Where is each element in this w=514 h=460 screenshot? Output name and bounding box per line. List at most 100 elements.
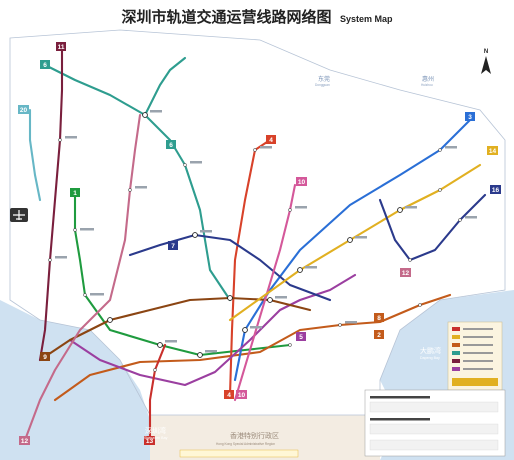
station[interactable] bbox=[48, 258, 52, 262]
line-4-path[interactable] bbox=[228, 138, 272, 397]
svg-text:16: 16 bbox=[492, 187, 500, 194]
transfer-station[interactable] bbox=[397, 207, 403, 213]
transfer-station[interactable] bbox=[142, 112, 148, 118]
line-badge[interactable]: 5 bbox=[296, 332, 306, 341]
station-markers bbox=[48, 112, 462, 372]
svg-text:11: 11 bbox=[58, 44, 65, 51]
station[interactable] bbox=[128, 188, 132, 192]
svg-text:12: 12 bbox=[21, 438, 29, 445]
line-16-path[interactable] bbox=[378, 193, 487, 262]
line-badge[interactable]: 6 bbox=[40, 60, 50, 69]
svg-text:5: 5 bbox=[299, 334, 303, 341]
bay-label-shenzhen-en: Shenzhen Bay bbox=[144, 436, 168, 440]
svg-text:10: 10 bbox=[238, 392, 246, 399]
station[interactable] bbox=[438, 148, 442, 152]
station[interactable] bbox=[83, 293, 87, 297]
bay-label-dapeng-en: Dapeng Bay bbox=[420, 356, 440, 360]
svg-text:20: 20 bbox=[20, 107, 28, 114]
title-chinese: 深圳市轨道交通运营线路网络图 bbox=[121, 8, 332, 26]
station[interactable] bbox=[288, 208, 292, 212]
transfer-station[interactable] bbox=[227, 295, 233, 301]
svg-text:14: 14 bbox=[489, 148, 497, 155]
line-badge[interactable]: 6 bbox=[166, 140, 176, 149]
transfer-station[interactable] bbox=[157, 342, 163, 348]
line-12-path[interactable] bbox=[23, 113, 142, 442]
svg-text:3: 3 bbox=[468, 114, 472, 121]
notice-strip bbox=[179, 449, 299, 458]
transfer-station[interactable] bbox=[107, 317, 113, 323]
transfer-station[interactable] bbox=[267, 297, 273, 303]
svg-text:6: 6 bbox=[43, 62, 47, 69]
station[interactable] bbox=[73, 228, 77, 232]
svg-text:1: 1 bbox=[73, 190, 77, 197]
line-badge[interactable]: 9 bbox=[40, 352, 50, 361]
svg-text:7: 7 bbox=[171, 243, 175, 250]
line-badges: 11 6 6 20 1 4 10 3 14 16 7 12 8 9 5 2 12… bbox=[18, 42, 501, 445]
svg-text:4: 4 bbox=[269, 137, 273, 144]
bay-label-dapeng: 大鹏湾 bbox=[420, 346, 441, 355]
line-badge[interactable]: 14 bbox=[487, 146, 498, 155]
hong-kong-area bbox=[150, 415, 380, 460]
line-badge[interactable]: 4 bbox=[224, 390, 234, 399]
line-6b-path[interactable] bbox=[143, 56, 187, 117]
station[interactable] bbox=[253, 148, 257, 152]
line-badge[interactable]: 1 bbox=[70, 188, 80, 197]
line-20-path[interactable] bbox=[28, 108, 42, 202]
svg-text:12: 12 bbox=[402, 270, 410, 277]
line-2-path[interactable] bbox=[53, 293, 452, 402]
line-3-path[interactable] bbox=[233, 118, 472, 382]
transfer-station[interactable] bbox=[242, 327, 248, 333]
transfer-station[interactable] bbox=[297, 267, 303, 273]
station[interactable] bbox=[418, 303, 422, 307]
line-badge[interactable]: 10 bbox=[236, 390, 247, 399]
line-badge[interactable]: 2 bbox=[374, 330, 384, 339]
station[interactable] bbox=[338, 323, 342, 327]
line-13-path[interactable] bbox=[148, 343, 167, 442]
line-badge[interactable]: 8 bbox=[374, 313, 384, 322]
svg-text:13: 13 bbox=[146, 438, 154, 445]
region-label-hong-kong: 香港特别行政区 bbox=[230, 431, 279, 440]
transfer-station[interactable] bbox=[197, 352, 203, 358]
shenzhen-bay-water bbox=[0, 300, 150, 460]
line-badge[interactable]: 13 bbox=[144, 436, 155, 445]
line-badge[interactable]: 10 bbox=[296, 177, 307, 186]
line-badge[interactable]: 16 bbox=[490, 185, 501, 194]
svg-text:8: 8 bbox=[377, 315, 381, 322]
svg-text:4: 4 bbox=[227, 392, 231, 399]
svg-text:2: 2 bbox=[377, 332, 381, 339]
line-10-path[interactable] bbox=[233, 183, 297, 402]
line-11-path[interactable] bbox=[38, 46, 64, 362]
line-badge[interactable]: 12 bbox=[400, 268, 411, 277]
line-7-path[interactable] bbox=[128, 233, 332, 302]
airport-icon bbox=[10, 208, 28, 222]
transfer-station[interactable] bbox=[347, 237, 353, 243]
station[interactable] bbox=[408, 258, 412, 262]
line-badge[interactable]: 12 bbox=[19, 436, 30, 445]
line-14-path[interactable] bbox=[228, 163, 482, 322]
station-label-placeholders bbox=[55, 110, 477, 353]
station[interactable] bbox=[458, 218, 462, 222]
station[interactable] bbox=[438, 188, 442, 192]
map-title: 深圳市轨道交通运营线路网络图 System Map bbox=[0, 6, 514, 27]
station[interactable] bbox=[183, 163, 187, 167]
line-badge[interactable]: 4 bbox=[266, 135, 276, 144]
station[interactable] bbox=[153, 368, 157, 372]
line-1-path[interactable] bbox=[73, 193, 292, 357]
station[interactable] bbox=[288, 343, 292, 347]
region-label-dongguan: 东莞 bbox=[318, 75, 330, 83]
line-badge[interactable]: 7 bbox=[168, 241, 178, 250]
svg-text:N: N bbox=[484, 49, 488, 55]
svg-text:6: 6 bbox=[169, 142, 173, 149]
svg-text:10: 10 bbox=[298, 179, 306, 186]
line-badge[interactable]: 20 bbox=[18, 105, 29, 114]
svg-text:9: 9 bbox=[43, 354, 47, 361]
line-6-path[interactable] bbox=[43, 63, 232, 302]
north-compass-icon: N bbox=[481, 49, 491, 74]
line-badge[interactable]: 3 bbox=[465, 112, 475, 121]
transfer-station[interactable] bbox=[192, 232, 198, 238]
info-panel bbox=[364, 389, 506, 457]
line-badge[interactable]: 11 bbox=[56, 42, 66, 51]
station[interactable] bbox=[58, 138, 62, 142]
